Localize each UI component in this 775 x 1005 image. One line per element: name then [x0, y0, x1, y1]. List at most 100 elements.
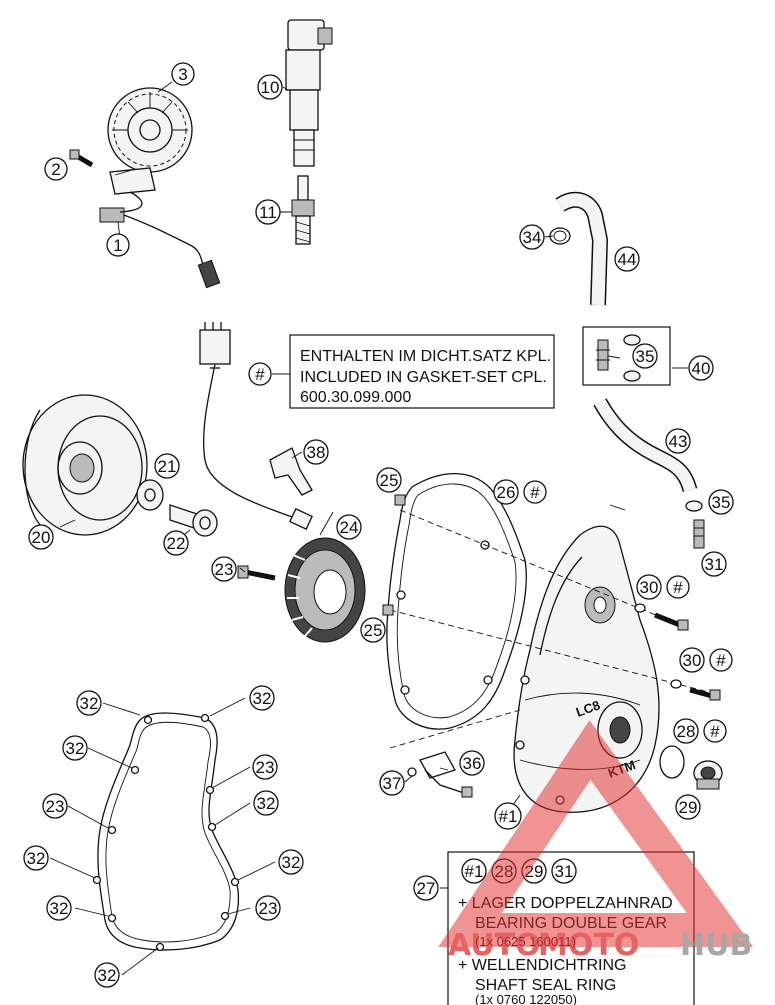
callout-28: 28	[673, 718, 699, 744]
svg-text:25: 25	[364, 621, 383, 640]
callout-30-upper: 30	[636, 574, 662, 600]
breather-hose-43	[593, 398, 698, 493]
breather-valve-box	[582, 326, 671, 386]
kit-item2-en: SHAFT SEAL RING	[475, 977, 616, 994]
callout-35-clamp: 35	[708, 489, 734, 515]
svg-text:36: 36	[463, 754, 482, 773]
o-ring	[659, 745, 685, 779]
callout-43: 43	[665, 428, 691, 454]
svg-text:23: 23	[46, 797, 65, 816]
svg-text:43: 43	[669, 432, 688, 451]
svg-text:32: 32	[98, 966, 117, 985]
bolt-2	[69, 149, 94, 168]
cable-clamp-38	[269, 447, 313, 496]
svg-text:32: 32	[257, 794, 276, 813]
clamp-35	[685, 500, 703, 512]
svg-text:30: 30	[640, 578, 659, 597]
gasket-note-line1: ENTHALTEN IM DICHT.SATZ KPL.	[300, 348, 551, 365]
callout-38: 38	[303, 439, 329, 465]
callout-32-c: 32	[62, 735, 88, 761]
washer-21	[136, 479, 164, 511]
callout-23-b: 23	[252, 754, 278, 780]
svg-text:26: 26	[497, 483, 516, 502]
callout-23-bolt: 23	[211, 556, 237, 582]
bolt-23	[237, 565, 276, 581]
watermark-auto: AUTO	[448, 928, 541, 963]
svg-text:35: 35	[636, 347, 655, 366]
cover-screws	[382, 494, 721, 701]
callout-32-g: 32	[46, 895, 72, 921]
callout-27: 27	[413, 875, 439, 901]
bracket-36	[389, 709, 521, 798]
callout-30-lower: 30	[679, 647, 705, 673]
svg-text:10: 10	[261, 78, 280, 97]
callout-24: 24	[336, 514, 362, 540]
callout-3: 3	[171, 62, 195, 86]
callout-1: 1	[106, 233, 130, 257]
breather-hose-44	[555, 191, 608, 306]
callout-26-hash: #	[523, 480, 547, 504]
svg-text:40: 40	[692, 359, 711, 378]
ignition-cover: LC8 KTM	[513, 525, 660, 813]
svg-text:28: 28	[677, 722, 696, 741]
screw-plug	[693, 760, 723, 790]
callout-26: 26	[493, 479, 519, 505]
callout-44: 44	[614, 246, 640, 272]
svg-text:30: 30	[683, 651, 702, 670]
callouts: 1 2 3 10 11 20 21 22 23 24 25 25 26 # 27…	[23, 62, 734, 988]
callout-2: 2	[44, 157, 68, 181]
cover-gasket	[386, 472, 527, 730]
svg-text:#: #	[673, 578, 683, 597]
svg-text:29: 29	[679, 798, 698, 817]
sleeve-22	[169, 504, 218, 537]
callout-37: 37	[379, 770, 405, 796]
flywheel	[22, 394, 148, 536]
svg-text:32: 32	[80, 694, 99, 713]
svg-text:#: #	[716, 651, 726, 670]
callout-32-h: 32	[94, 962, 120, 988]
callout-32-f: 32	[278, 849, 304, 875]
svg-text:37: 37	[383, 774, 402, 793]
callout-40: 40	[688, 355, 714, 381]
svg-text:32: 32	[253, 689, 272, 708]
stator	[199, 322, 366, 643]
kit-item2-de: + WELLENDICHTRING	[458, 957, 626, 974]
kit-item1-de: + LAGER DOPPELZAHNRAD	[458, 895, 673, 912]
callout-32-b: 32	[249, 685, 275, 711]
svg-text:23: 23	[256, 758, 275, 777]
callout-21: 21	[154, 453, 180, 479]
kit-item2-pn: (1x 0760 122050)	[475, 992, 577, 1005]
hose-nipple-31	[693, 519, 705, 549]
svg-text:2: 2	[51, 160, 60, 179]
svg-text:#: #	[530, 483, 540, 502]
svg-text:31: 31	[705, 555, 724, 574]
callout-35-box: 35	[632, 343, 658, 369]
svg-text:38: 38	[307, 443, 326, 462]
svg-text:23: 23	[215, 560, 234, 579]
svg-text:21: 21	[158, 457, 177, 476]
kit-ref-hash1: #1	[461, 858, 487, 884]
svg-text:32: 32	[27, 849, 46, 868]
trigger-wheel	[107, 87, 193, 173]
callout-32-e: 32	[23, 845, 49, 871]
svg-text:11: 11	[259, 203, 277, 222]
gasket-note-line2: INCLUDED IN GASKET-SET CPL.	[300, 369, 547, 386]
callout-23-c: 23	[42, 793, 68, 819]
callout-20: 20	[28, 524, 54, 550]
svg-text:1: 1	[113, 236, 122, 255]
svg-text:27: 27	[417, 879, 436, 898]
gasket-set-note: ENTHALTEN IM DICHT.SATZ KPL. INCLUDED IN…	[272, 334, 555, 409]
svg-text:32: 32	[66, 739, 85, 758]
callout-25-upper: 25	[376, 467, 402, 493]
svg-text:25: 25	[380, 471, 399, 490]
ignition-coil	[285, 19, 333, 167]
svg-text:32: 32	[50, 899, 69, 918]
callout-34: 34	[519, 224, 545, 250]
callout-23-d: 23	[255, 895, 281, 921]
callout-hash-note: #	[248, 362, 272, 386]
watermark-hub: HUB	[680, 928, 752, 963]
callout-30-upper-hash: #	[666, 575, 690, 599]
svg-text:#: #	[255, 365, 265, 384]
callout-32-a: 32	[76, 690, 102, 716]
